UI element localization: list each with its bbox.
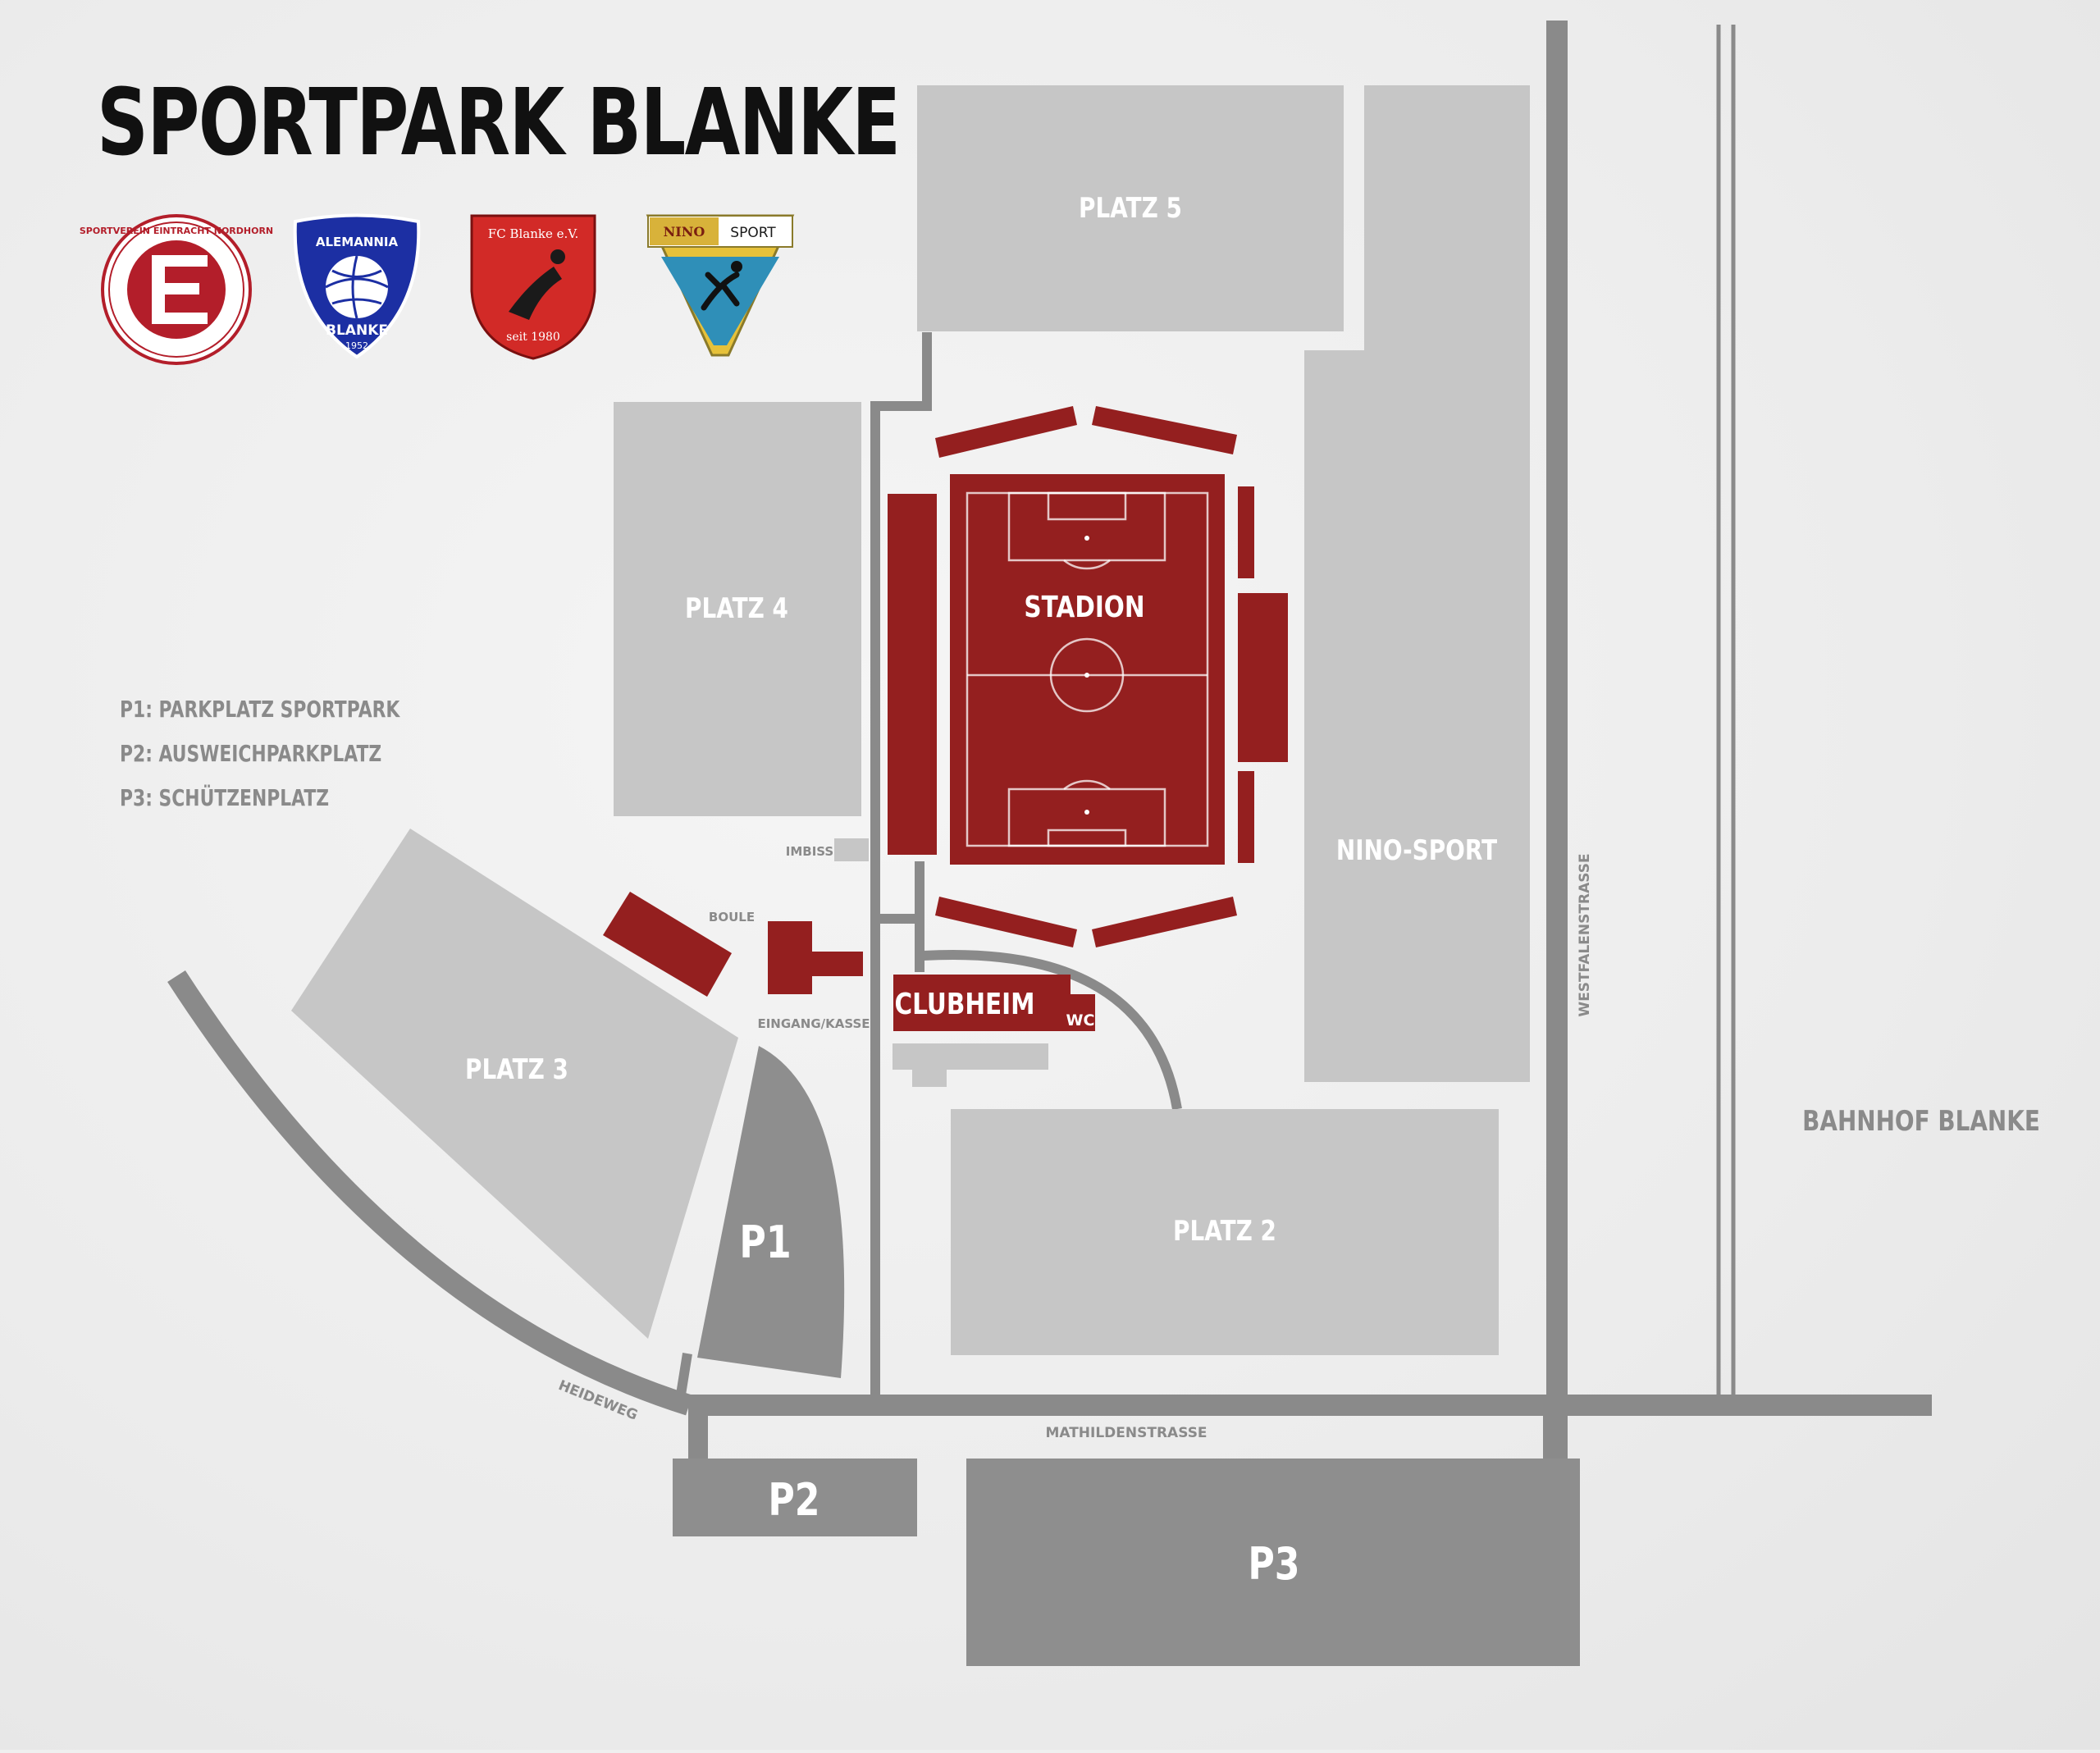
stadion-label: STADION: [1024, 589, 1144, 624]
penalty-spot-top: [1084, 536, 1089, 541]
imbiss-label: IMBISS: [786, 844, 833, 859]
goal-box-bottom: [1047, 829, 1127, 847]
platz4-field[interactable]: [614, 402, 861, 816]
curved-path: [922, 950, 1182, 1111]
platz4-label: PLATZ 4: [685, 592, 788, 624]
eingang-label: EINGANG/KASSE: [757, 1016, 870, 1031]
nino-sport-building[interactable]: [1304, 350, 1530, 1082]
service-box-small: [912, 1066, 947, 1087]
centre-circle: [1049, 637, 1125, 713]
goal-box-top: [1047, 491, 1127, 521]
eintracht-logo: SPORTVEREIN EINTRACHT NORDHORN: [80, 214, 273, 365]
legend-item-p1: P1: PARKPLATZ SPORTPARK: [120, 696, 400, 723]
eintracht-ring-text: SPORTVEREIN EINTRACHT NORDHORN: [80, 226, 273, 236]
stand-east-bottom: [1238, 771, 1254, 863]
p2-label: P2: [768, 1474, 819, 1526]
boule-court[interactable]: [603, 892, 732, 997]
stand-east-main: [1238, 593, 1288, 762]
wc-label: WC: [1066, 1011, 1095, 1029]
stadium-pitch[interactable]: [950, 474, 1225, 865]
p3-label: P3: [1248, 1538, 1299, 1590]
legend-item-p3: P3: SCHÜTZENPLATZ: [120, 784, 330, 811]
stand-west: [888, 494, 937, 855]
p3-area[interactable]: [966, 1459, 1580, 1666]
penalty-arc-top: [1063, 559, 1111, 570]
roads: [167, 21, 1932, 1468]
penalty-spot-bottom: [1084, 810, 1089, 815]
p1-area[interactable]: [697, 1046, 845, 1378]
p1-access: [676, 1353, 692, 1395]
stand-east-top: [1238, 486, 1254, 578]
service-box: [892, 1043, 1048, 1070]
alemannia-bottom-text: BLANKE: [326, 322, 388, 339]
nino-sport-logo: NINO SPORT: [646, 214, 795, 357]
bahnhof-label: BAHNHOF BLANKE: [1802, 1105, 2040, 1137]
p2-area[interactable]: [673, 1459, 917, 1536]
page-title: SPORTPARK BLANKE: [97, 70, 901, 176]
platz5-field[interactable]: [917, 85, 1344, 331]
alemannia-top-text: ALEMANNIA: [316, 235, 399, 249]
nino-sport-label: NINO-SPORT: [1336, 834, 1498, 866]
legend-item-p2: P2: AUSWEICHPARKPLATZ: [120, 740, 382, 767]
stand-south-right: [1092, 897, 1237, 947]
fc-top-text: FC Blanke e.V.: [488, 226, 578, 241]
stand-north-left: [935, 406, 1077, 458]
nino-brand-text: NINO: [664, 224, 705, 240]
centre-spot: [1084, 673, 1089, 678]
mathildenstrasse-label: MATHILDENSTRASSE: [1045, 1425, 1207, 1441]
inner-path-top: [870, 332, 932, 411]
platz3-label: PLATZ 3: [465, 1053, 568, 1085]
nino-sport-text: SPORT: [730, 225, 776, 241]
pitch-spots: [1084, 536, 1089, 815]
alemannia-logo: ALEMANNIA BLANKE 1952: [293, 213, 421, 359]
pitch-markings: [966, 491, 1209, 847]
p1-label: P1: [739, 1217, 791, 1268]
clubheim-label: CLUBHEIM: [894, 986, 1034, 1021]
alemannia-year-text: 1952: [345, 340, 368, 351]
platz5-label: PLATZ 5: [1079, 192, 1182, 224]
fc-bottom-text: seit 1980: [506, 331, 560, 344]
fields: [291, 85, 1530, 1355]
platz3-field[interactable]: [291, 829, 738, 1339]
parking: [673, 1046, 1580, 1666]
stand-south-left: [935, 897, 1077, 947]
nino-sport-strip: [1364, 85, 1530, 356]
westfalenstrasse-label: WESTFALENSTRASSE: [1577, 853, 1593, 1016]
platz2-label: PLATZ 2: [1173, 1215, 1276, 1247]
stand-north-right: [1092, 406, 1237, 454]
fc-blanke-logo: FC Blanke e.V. seit 1980: [470, 214, 596, 360]
platz2-field[interactable]: [951, 1109, 1499, 1355]
heideweg-road: [167, 970, 692, 1416]
boule-label: BOULE: [709, 910, 755, 924]
imbiss-box: [834, 838, 869, 861]
clubheim-building[interactable]: [893, 975, 1095, 1031]
penalty-arc-bottom: [1063, 779, 1111, 790]
entrance-building[interactable]: [768, 921, 863, 994]
